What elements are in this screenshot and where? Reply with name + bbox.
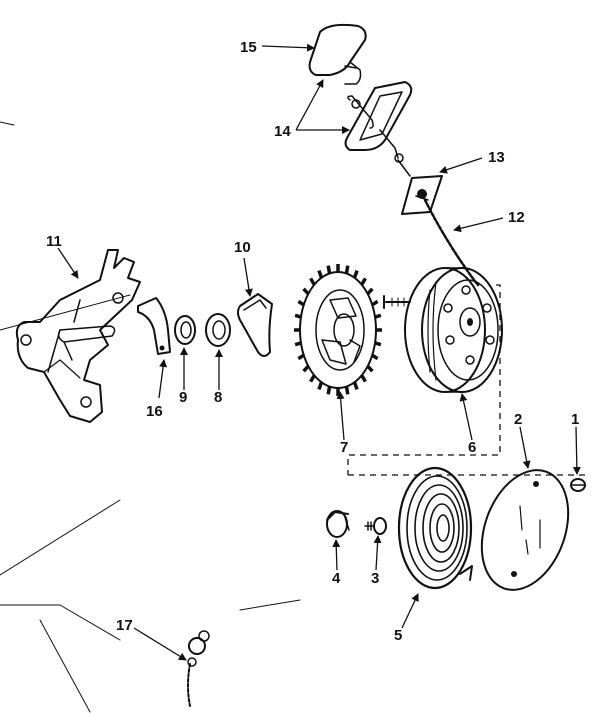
callout-7: 7 <box>340 439 348 456</box>
gear-tooth <box>352 381 359 391</box>
gear-tooth <box>309 277 316 286</box>
gear-tooth <box>344 386 350 395</box>
gear-tooth <box>360 277 367 286</box>
gear-tooth <box>371 353 379 361</box>
callout-11: 11 <box>46 233 62 250</box>
gear-tooth <box>294 341 302 347</box>
part-17-chain <box>187 630 210 707</box>
gear-tooth <box>366 287 374 296</box>
gear-tooth <box>371 299 379 307</box>
callout-14: 14 <box>274 123 291 140</box>
part-2-cover-plate <box>480 469 570 591</box>
part-1-screw <box>570 478 586 492</box>
callout-leaders <box>57 43 581 661</box>
part-8-washer <box>205 313 231 347</box>
part-16-pawl <box>137 297 171 355</box>
callout-12: 12 <box>508 209 525 226</box>
callout-2: 2 <box>514 411 522 428</box>
part-15-handle-grip <box>308 23 367 85</box>
callout-5: 5 <box>394 627 402 644</box>
gear-tooth <box>294 313 302 319</box>
gear-teeth <box>294 264 382 396</box>
callout-6: 6 <box>468 439 476 456</box>
callout-15: 15 <box>240 39 257 56</box>
gear-tooth <box>317 381 324 391</box>
callout-1: 1 <box>571 411 579 428</box>
gear-tooth <box>297 299 305 307</box>
gear-tooth <box>344 265 350 274</box>
part-13-rope-guide <box>401 175 443 215</box>
gear-tooth <box>326 265 332 274</box>
gear-tooth <box>302 287 310 296</box>
part-14-starter-handle <box>344 81 413 177</box>
callout-13: 13 <box>488 149 505 166</box>
gear-tooth <box>374 313 382 319</box>
callout-3: 3 <box>371 570 379 587</box>
callout-17: 17 <box>116 617 133 634</box>
gear-tooth <box>309 374 316 383</box>
callout-9: 9 <box>179 389 187 406</box>
gear-tooth <box>366 364 374 373</box>
callout-numbers: 15 14 13 12 11 10 16 9 8 7 6 2 1 4 3 5 1… <box>46 39 579 644</box>
gear-tooth <box>317 269 324 279</box>
gear-tooth <box>374 341 382 347</box>
part-12-starter-rope <box>423 198 480 287</box>
part-4-spring-clip <box>326 510 350 538</box>
callout-16: 16 <box>146 403 163 420</box>
part-11-mounting-bracket <box>15 249 141 423</box>
gear-tooth <box>326 386 332 395</box>
part-10-spring-clip <box>237 293 273 357</box>
callout-10: 10 <box>234 239 251 256</box>
callout-4: 4 <box>332 570 341 587</box>
gear-tooth <box>297 353 305 361</box>
part-9-retainer-ring <box>174 315 196 345</box>
part-6-rope-pulley <box>404 267 503 393</box>
part-7-ratchet-gear <box>294 264 382 396</box>
alignment-dashed-lines <box>347 284 585 476</box>
part-3-screw <box>364 517 387 535</box>
gear-tooth <box>352 269 359 279</box>
part-5-recoil-spring <box>397 466 473 590</box>
callout-8: 8 <box>214 389 222 406</box>
gear-tooth <box>360 374 367 383</box>
pulley-screw <box>383 295 411 309</box>
gear-tooth <box>302 364 310 373</box>
